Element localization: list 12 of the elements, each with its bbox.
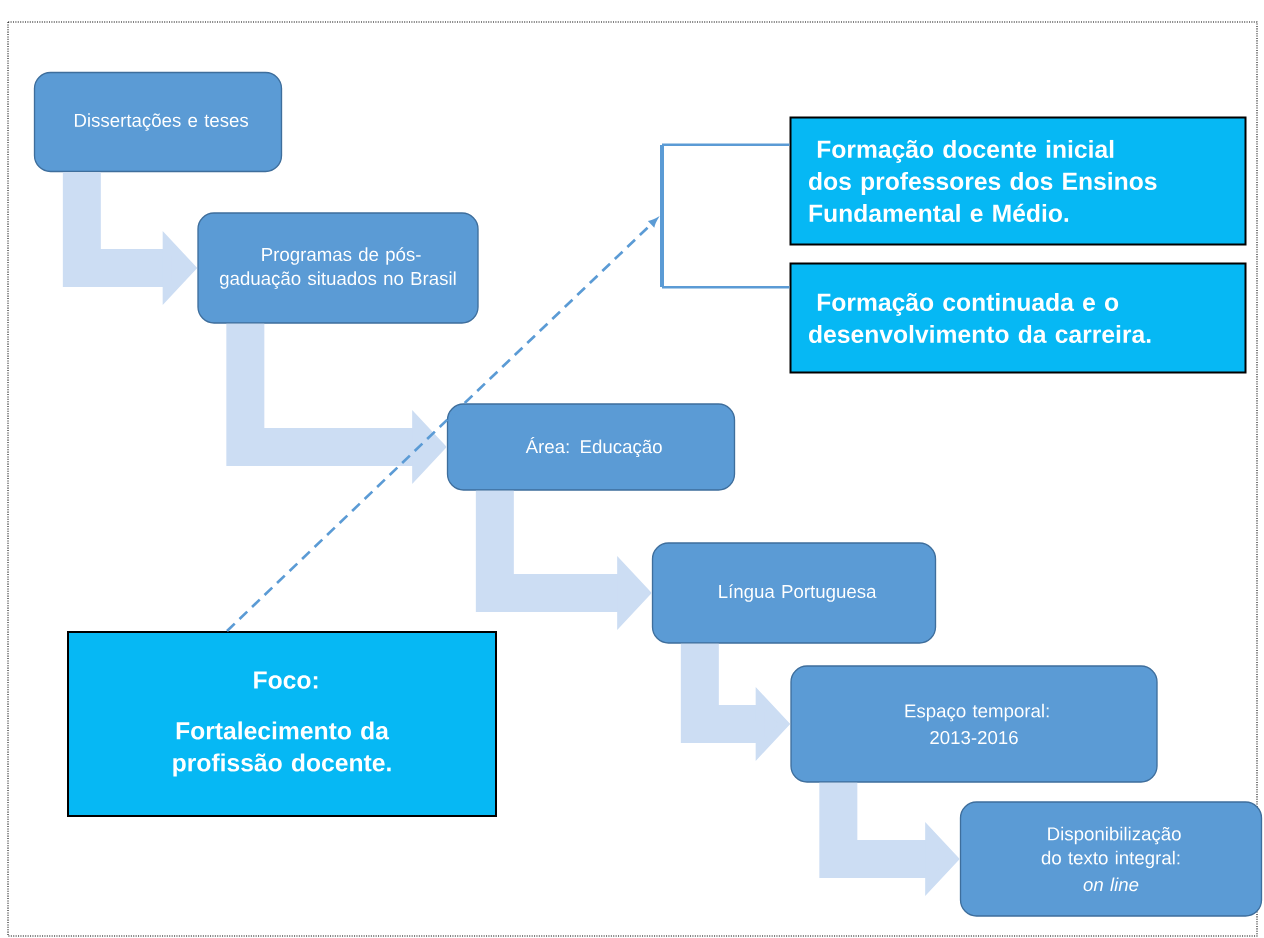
- focus-box: Foco: Fortalecimento da profissão docente.: [67, 631, 497, 817]
- topic-box: Formação docente inicial dos professores dos Ensinos Fundamental e Médio.: [789, 116, 1247, 246]
- topic-box: Formação continuada e o desenvolvimento da carreira.: [789, 262, 1247, 374]
- step-box: Espaço temporal: 2013-2016: [790, 665, 1158, 783]
- connector-line: [662, 143, 790, 147]
- step-box: Área: Educação: [446, 403, 736, 491]
- step-box: Língua Portuguesa: [651, 542, 937, 644]
- step-box: Programas de pós-gaduação situados no Brasil: [197, 212, 479, 324]
- connector-line: [662, 285, 790, 289]
- step-box: Dissertações e teses: [33, 71, 283, 173]
- step-box: Disponibilização do texto integral: on line: [959, 801, 1263, 917]
- dashed-arrow: [226, 218, 658, 632]
